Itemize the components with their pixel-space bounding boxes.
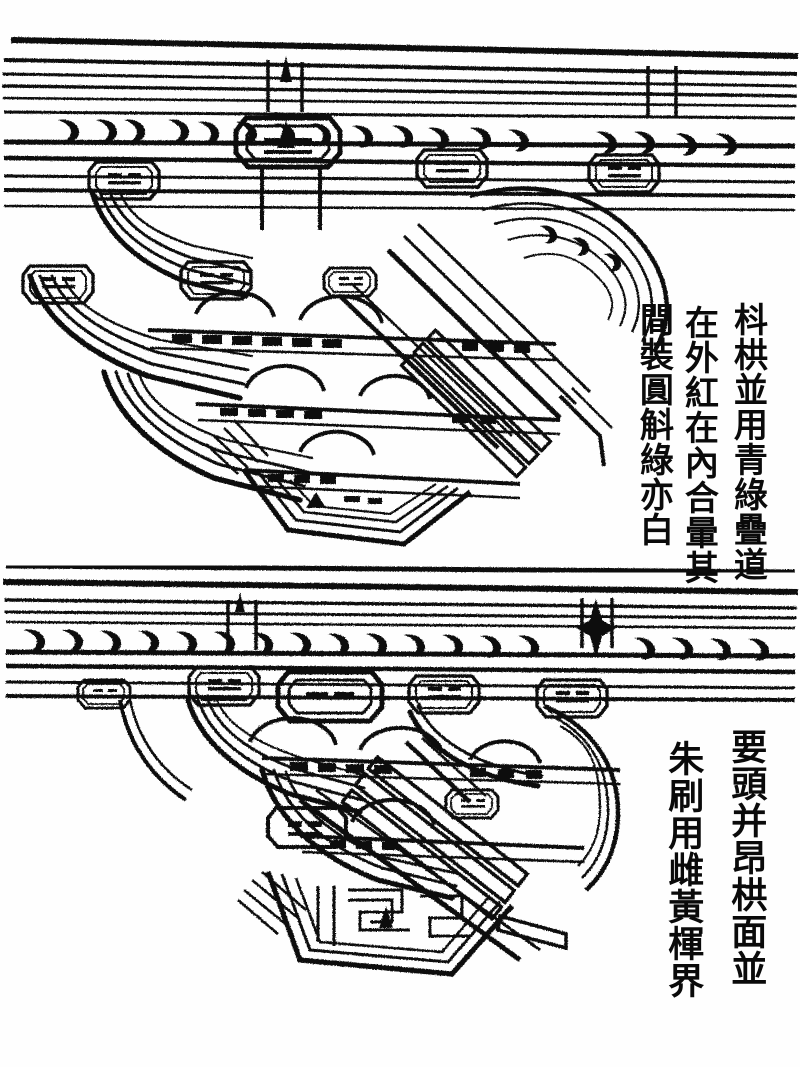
ludou-upper <box>233 115 343 230</box>
dougong-bracket-set-lower <box>2 578 799 977</box>
annotation-upper-column-3: 間裝圓斛綠亦白 <box>633 302 674 547</box>
annotation-lower-column-1: 要頭并昂栱面並 <box>725 728 768 987</box>
ruyi-frieze-upper <box>58 56 738 156</box>
dougong-bracket-set-upper <box>2 36 799 547</box>
annotation-upper-column-1: 枓栱並用青綠疊道 <box>727 302 768 582</box>
ruyi-frieze-lower <box>24 592 770 661</box>
panel-divider <box>5 563 796 575</box>
annotation-upper-column-2: 在外紅在內合暈其 <box>678 305 719 585</box>
annotation-lower-column-2: 朱刷用雌黃楎界 <box>662 740 705 999</box>
